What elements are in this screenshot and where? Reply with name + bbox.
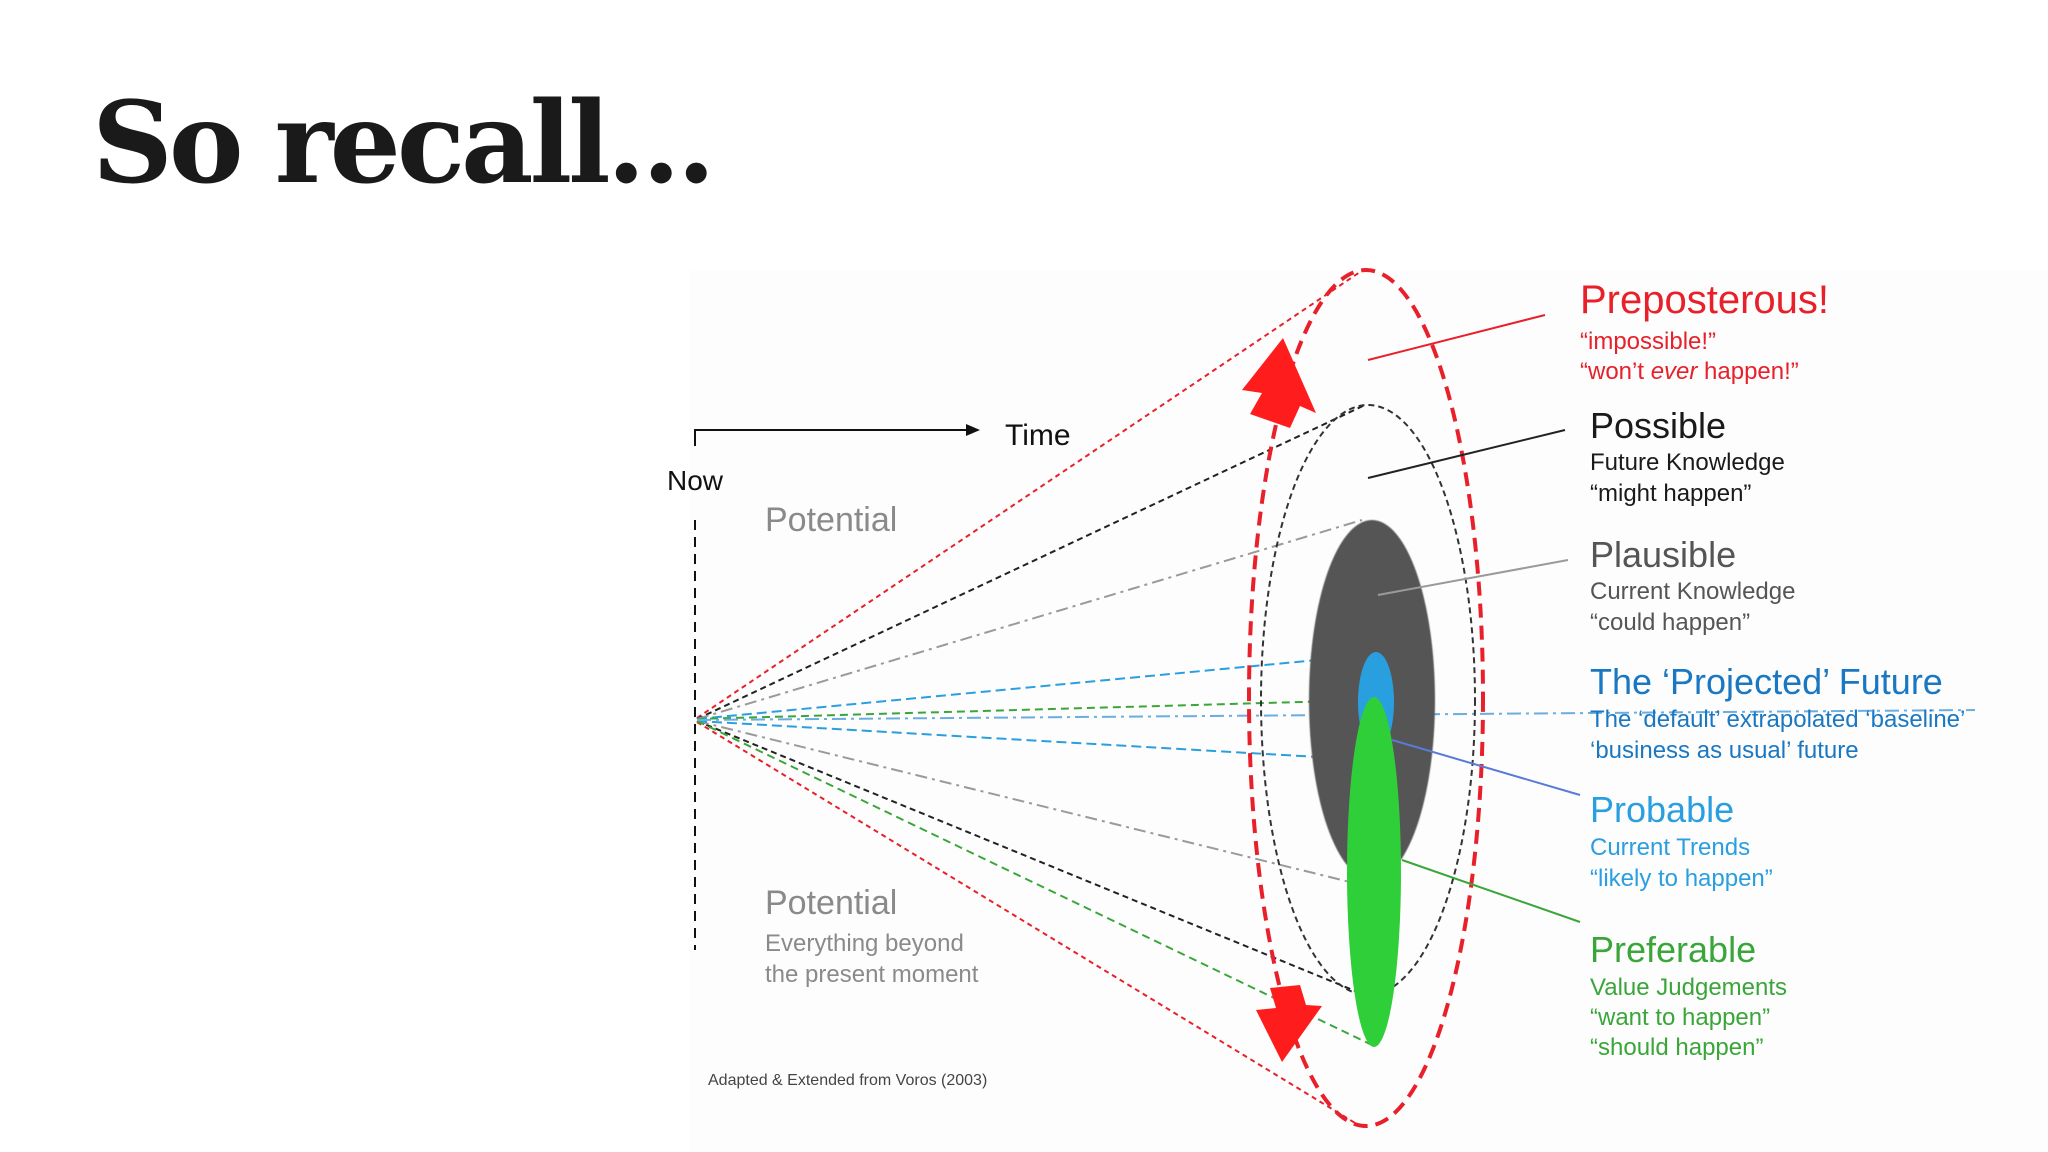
label-plausible: Plausible Current Knowledge “could happe…	[1590, 534, 1795, 636]
probable-line1: Current Trends	[1590, 834, 1750, 861]
cone-line-possible-top	[696, 404, 1366, 720]
cone-line-probable-top	[696, 654, 1371, 720]
cone-line-plausible-bottom	[696, 720, 1363, 886]
projected-line2: ‘business as usual’ future	[1590, 737, 1859, 764]
cone-line-possible-bottom	[696, 720, 1366, 996]
preposterous-title: Preposterous!	[1580, 278, 1829, 322]
plausible-line2: “could happen”	[1590, 609, 1750, 636]
preferable-line2: “want to happen”	[1590, 1004, 1770, 1031]
leader-plausible	[1377, 559, 1569, 596]
projected-line1: The ‘default’ extrapolated ‘baseline’	[1590, 706, 1965, 733]
potential-bottom-line2: the present moment	[765, 961, 979, 988]
expand-down-arrow	[1256, 985, 1322, 1062]
possible-title: Possible	[1590, 405, 1726, 446]
leader-lines	[1367, 314, 1581, 923]
preferable-ellipse	[1347, 697, 1401, 1047]
label-probable: Probable Current Trends “likely to happe…	[1590, 789, 1773, 892]
label-possible: Possible Future Knowledge “might happen”	[1590, 405, 1785, 507]
time-label: Time	[1005, 419, 1071, 452]
leader-preposterous	[1367, 314, 1546, 361]
possible-line2: “might happen”	[1590, 480, 1751, 507]
cone-line-preposterous-bottom	[696, 721, 1361, 1127]
cone-line-probable-bottom	[696, 720, 1371, 761]
preposterous-line1: “impossible!”	[1580, 328, 1716, 355]
leader-possible	[1367, 429, 1566, 479]
projected-title: The ‘Projected’ Future	[1590, 661, 1943, 702]
leader-probable	[1391, 739, 1581, 796]
plausible-line1: Current Knowledge	[1590, 578, 1795, 605]
cone-line-preferable-bottom	[696, 720, 1373, 1046]
preposterous-line2: “won’t ever happen!”	[1580, 358, 1799, 385]
label-preposterous: Preposterous! “impossible!” “won’t ever …	[1580, 278, 1829, 385]
slide-title: So recall...	[92, 78, 716, 209]
cone-line-preposterous-top	[696, 271, 1361, 719]
label-projected: The ‘Projected’ Future The ‘default’ ext…	[1590, 661, 1965, 764]
probable-title: Probable	[1590, 789, 1734, 830]
plausible-title: Plausible	[1590, 534, 1736, 575]
expand-up-arrow	[1242, 338, 1316, 428]
potential-top-label: Potential	[765, 501, 897, 539]
cone-line-preferable-top	[696, 699, 1373, 720]
preferable-line3: “should happen”	[1590, 1034, 1763, 1061]
preposterous-ellipse	[1247, 268, 1485, 1128]
source-credit: Adapted & Extended from Voros (2003)	[708, 1072, 987, 1089]
cone-line-plausible-top	[696, 519, 1363, 720]
potential-bottom-heading: Potential	[765, 884, 897, 922]
preferable-title: Preferable	[1590, 929, 1756, 970]
cone-line-projected	[696, 709, 1976, 721]
cone-lines	[696, 271, 1976, 1127]
possible-line1: Future Knowledge	[1590, 449, 1785, 476]
probable-line2: “likely to happen”	[1590, 865, 1773, 892]
preferable-line1: Value Judgements	[1590, 974, 1787, 1001]
label-preferable: Preferable Value Judgements “want to hap…	[1590, 929, 1787, 1061]
potential-bottom-line1: Everything beyond	[765, 930, 964, 957]
now-label: Now	[667, 465, 724, 496]
leader-preferable	[1401, 859, 1581, 923]
time-axis	[694, 424, 980, 950]
